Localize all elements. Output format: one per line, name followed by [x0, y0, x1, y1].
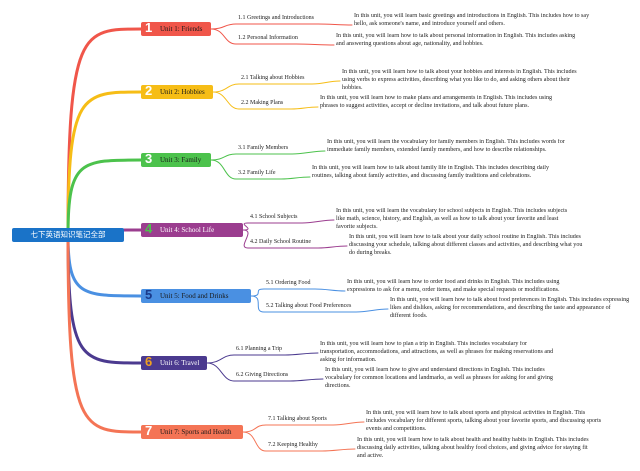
desc-link [301, 219, 335, 224]
unit-node[interactable]: 5 Unit 5: Food and Drinks [141, 287, 251, 303]
desc-link [317, 23, 353, 26]
subtopic-description: In this unit, you will learn the vocabul… [327, 139, 565, 153]
unit-node[interactable]: 3 Unit 3: Family [141, 151, 211, 167]
subtopic-description: In this unit, you will learn how to talk… [366, 410, 602, 432]
desc-link [355, 308, 389, 313]
desc-link [314, 288, 346, 292]
unit-number: 6 [145, 354, 153, 369]
subtopic-label[interactable]: 7.2 Keeping Healthy [268, 442, 318, 448]
subtopic-label[interactable]: 5.1 Ordering Food [266, 280, 311, 286]
unit-title: Unit 5: Food and Drinks [160, 292, 229, 300]
sub-link [242, 424, 267, 433]
desc-link [290, 106, 319, 110]
desc-link [289, 378, 324, 382]
desc-link [291, 150, 326, 155]
subtopic-label[interactable]: 6.1 Planning a Trip [236, 346, 283, 352]
sub-link [206, 354, 235, 364]
subtopic-label[interactable]: 2.2 Making Plans [241, 100, 284, 106]
desc-link [295, 43, 335, 46]
subtopic-description: In this unit, you will learn how to orde… [347, 279, 560, 293]
subtopic-label[interactable]: 6.2 Giving Directions [236, 372, 289, 378]
sub-link [242, 431, 267, 452]
unit-node[interactable]: 4 Unit 4: School Life [141, 221, 243, 237]
subtopic-description: In this unit, you will learn how to talk… [357, 437, 589, 459]
sub-link [250, 288, 265, 297]
subtopic-description: In this unit, you will learn how to make… [320, 95, 553, 109]
desc-link [284, 352, 319, 356]
sub-link [242, 229, 249, 249]
subtopic-description: In this unit, you will learn how to talk… [342, 69, 577, 91]
subtopic-description: In this unit, you will learn how to talk… [336, 33, 576, 47]
desc-link [280, 176, 311, 180]
unit-title: Unit 7: Sports and Health [160, 428, 232, 436]
unit-title: Unit 2: Hobbies [160, 88, 205, 96]
unit-number: 5 [145, 287, 153, 302]
unit-node[interactable]: 7 Unit 7: Sports and Health [141, 423, 243, 439]
unit-title: Unit 6: Travel [160, 359, 200, 367]
subtopic-label[interactable]: 4.2 Daily School Routine [250, 239, 311, 245]
unit-title: Unit 1: Friends [160, 25, 203, 33]
subtopic-description: In this unit, you will learn how to give… [325, 367, 553, 389]
sub-link [212, 91, 240, 110]
subtopic-label[interactable]: 1.2 Personal Information [238, 35, 298, 41]
branch-line [66, 27, 143, 237]
unit-number: 2 [145, 83, 153, 98]
unit-number: 4 [145, 221, 153, 236]
desc-link [332, 421, 365, 426]
branch-line [66, 90, 143, 237]
subtopic-description: In this unit, you will learn basic greet… [354, 13, 590, 27]
sub-link [242, 222, 249, 231]
sub-link [210, 28, 237, 45]
sub-link [212, 83, 240, 93]
branch-line [66, 158, 143, 237]
sub-link [210, 159, 237, 180]
unit-title: Unit 4: School Life [160, 226, 215, 234]
sub-link [210, 153, 237, 161]
subtopic-label[interactable]: 1.1 Greetings and Introductions [238, 15, 314, 21]
subtopic-label[interactable]: 3.1 Family Members [238, 145, 289, 151]
subtopic-label[interactable]: 3.2 Family Life [238, 170, 276, 176]
subtopic-description: In this unit, you will learn how to talk… [312, 165, 550, 179]
subtopic-description: In this unit, you will learn how to talk… [349, 234, 583, 256]
subtopic-label[interactable]: 5.2 Talking about Food Preferences [266, 303, 352, 309]
branch-line [66, 233, 143, 434]
subtopic-description: In this unit, you will learn how to plan… [320, 341, 554, 363]
desc-link [311, 80, 341, 85]
desc-link [321, 448, 356, 452]
branch-line [66, 233, 143, 298]
subtopic-label[interactable]: 2.1 Talking about Hobbies [241, 75, 305, 81]
subtopic-label[interactable]: 7.1 Talking about Sports [268, 416, 327, 422]
subtopic-description: In this unit, you will learn the vocabul… [336, 208, 568, 230]
subtopic-label[interactable]: 4.1 School Subjects [250, 214, 298, 220]
unit-number: 1 [145, 20, 153, 35]
unit-title: Unit 3: Family [160, 156, 202, 164]
sub-link [210, 23, 237, 30]
unit-node[interactable]: 6 Unit 6: Travel [141, 354, 207, 370]
sub-link [206, 362, 235, 382]
unit-number: 3 [145, 151, 153, 166]
unit-number: 7 [145, 423, 153, 438]
unit-node[interactable]: 1 Unit 1: Friends [141, 20, 211, 36]
subtopic-description: In this unit, you will learn how to talk… [390, 297, 630, 319]
branch-line [66, 233, 143, 365]
root-topic[interactable]: 七下英语知识笔记全部 [12, 228, 124, 242]
sub-link [250, 295, 265, 313]
desc-link [317, 245, 348, 249]
unit-node[interactable]: 2 Unit 2: Hobbies [141, 83, 213, 99]
